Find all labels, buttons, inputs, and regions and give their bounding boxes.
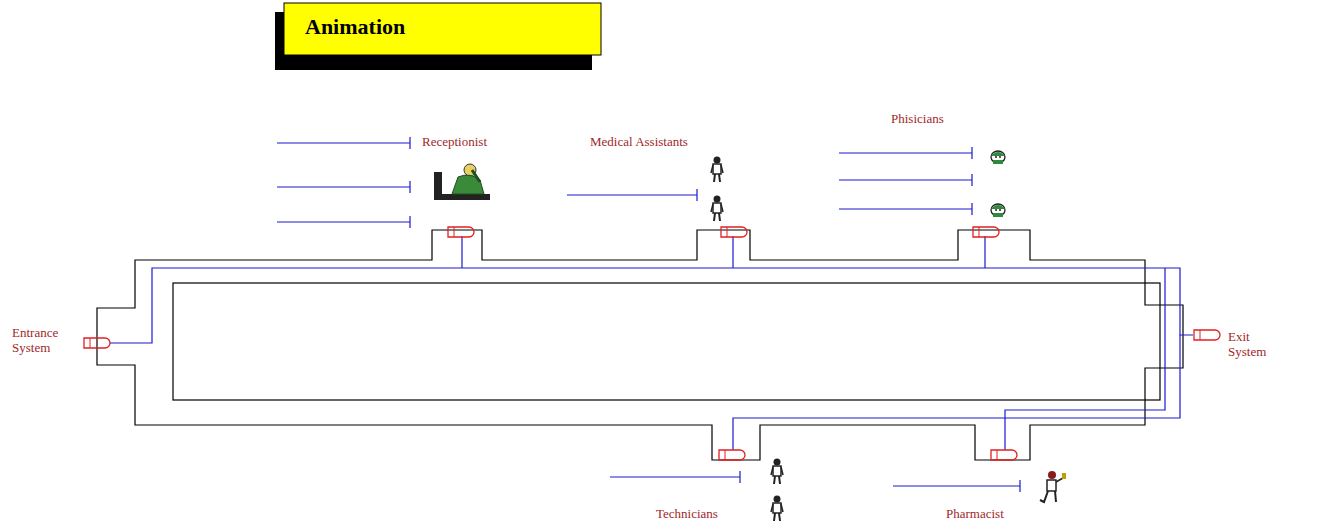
pharmacist-icon <box>1040 471 1066 502</box>
station-label: Medical Assistants <box>590 134 740 149</box>
station-label: Pharmacist <box>946 506 1056 521</box>
station-label: Receptionist <box>422 134 532 149</box>
receptionist-icon <box>434 164 490 200</box>
physician-icons <box>991 151 1005 217</box>
corridor-outline <box>97 230 1183 460</box>
station-label: Entrance System <box>12 325 74 355</box>
title-box <box>284 3 601 55</box>
technician-icons <box>771 459 783 522</box>
station-label: Technicians <box>656 506 766 521</box>
station-markers <box>84 227 1220 460</box>
diagram-title: Animation <box>305 14 405 40</box>
inner-block <box>173 283 1160 400</box>
queue-lines <box>277 137 1020 492</box>
route-lines <box>110 236 1193 450</box>
medical-assistant-icons <box>711 157 723 222</box>
station-label: Phisicians <box>891 111 991 126</box>
station-label: Exit System <box>1228 329 1276 359</box>
